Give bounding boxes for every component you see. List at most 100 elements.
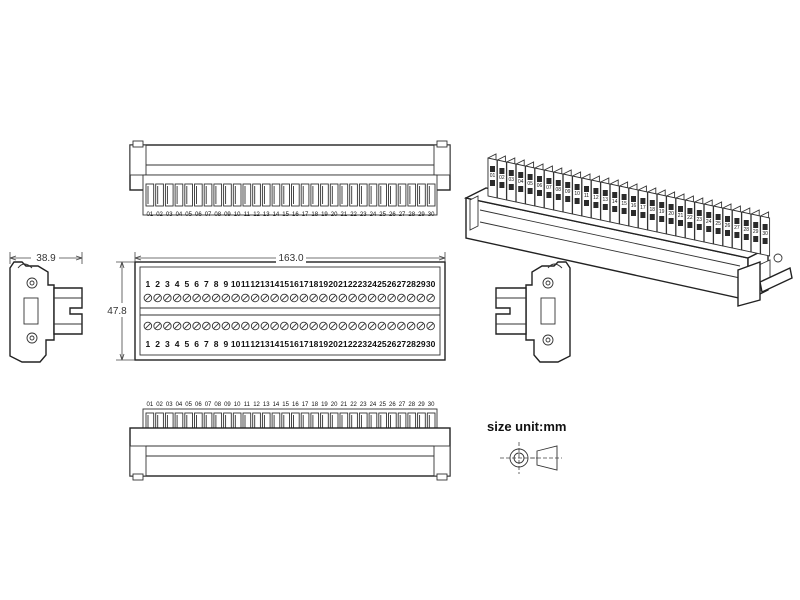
terminal-number-label: 30 [426, 279, 436, 289]
terminal-tooth [339, 183, 349, 207]
terminal-number-label: 21 [341, 402, 348, 408]
terminal-number-label: 03 [509, 177, 515, 183]
terminal-number-label: 22 [687, 215, 693, 221]
terminal-number-label: 19 [659, 209, 665, 215]
dimension-47-8: 47.8 [104, 261, 135, 361]
terminal-number-label: 15 [282, 212, 289, 218]
terminal-number-label: 15 [282, 402, 289, 408]
terminal-number-label: 2 [155, 279, 160, 289]
terminal-number-label: 08 [214, 212, 221, 218]
terminal-tooth [232, 183, 242, 207]
terminal-number-label: 20 [668, 211, 674, 217]
terminal-tooth [281, 183, 290, 207]
height-dimension-label: 47.8 [107, 306, 127, 317]
terminal-number-label: 8 [214, 339, 219, 349]
terminal-number-label: 11 [241, 339, 250, 349]
terminal-number-label: 11 [244, 402, 251, 408]
terminal-number-label: 12 [250, 279, 260, 289]
terminal-number-label: 14 [273, 212, 280, 218]
terminal-number-label: 08 [556, 187, 562, 193]
terminal-number-label: 07 [205, 212, 212, 218]
terminal-number-label: 25 [715, 221, 721, 227]
terminal-number-label: 02 [156, 212, 163, 218]
terminal-number-label: 7 [204, 339, 209, 349]
terminal-number-label: 04 [518, 179, 524, 185]
terminal-tooth [203, 183, 213, 207]
terminal-tooth [417, 183, 426, 207]
terminal-number-label: 23 [360, 402, 367, 408]
terminal-number-label: 8 [214, 279, 219, 289]
terminal-number-label: 3 [165, 279, 170, 289]
terminal-number-label: 10 [231, 279, 241, 289]
top-screw-row [143, 293, 435, 303]
terminal-number-label: 21 [338, 279, 348, 289]
terminal-number-label: 06 [195, 212, 202, 218]
terminal-number-label: 30 [428, 212, 435, 218]
terminal-number-label: 5 [185, 279, 190, 289]
terminal-number-label: 30 [426, 339, 436, 349]
terminal-number-label: 01 [490, 173, 496, 179]
terminal-number-label: 18 [650, 207, 656, 213]
right-side-view [495, 261, 571, 363]
terminal-number-label: 10 [574, 191, 580, 197]
terminal-tooth [426, 183, 436, 207]
terminal-number-label: 04 [176, 402, 183, 408]
terminal-tooth [155, 183, 164, 207]
terminal-number-label: 11 [584, 193, 589, 199]
terminal-number-label: 02 [156, 402, 163, 408]
terminal-number-label: 30 [762, 231, 768, 237]
terminal-number-label: 03 [166, 212, 173, 218]
terminal-number-label: 06 [537, 183, 543, 189]
terminal-number-label: 21 [338, 339, 348, 349]
terminal-number-label: 24 [706, 219, 712, 225]
terminal-number-label: 24 [370, 212, 377, 218]
terminal-number-label: 12 [253, 402, 260, 408]
terminal-number-label: 28 [406, 279, 416, 289]
terminal-block-teeth [145, 183, 436, 207]
projection-symbol [500, 442, 562, 474]
terminal-number-label: 16 [292, 402, 299, 408]
terminal-number-label: 22 [348, 279, 358, 289]
terminal-number-label: 1 [146, 339, 151, 349]
terminal-number-label: 13 [263, 212, 270, 218]
terminal-number-label: 12 [250, 339, 260, 349]
terminal-number-label: 12 [253, 212, 260, 218]
terminal-number-label: 10 [234, 212, 241, 218]
bottom-screw-row [143, 321, 435, 331]
terminal-number-label: 01 [147, 402, 154, 408]
terminal-number-label: 22 [350, 402, 357, 408]
terminal-number-label: 23 [360, 212, 367, 218]
terminal-tooth [329, 183, 339, 207]
terminal-number-label: 27 [399, 402, 406, 408]
terminal-tooth [349, 183, 358, 207]
terminal-number-label: 25 [379, 212, 386, 218]
terminal-number-label: 24 [367, 279, 377, 289]
terminal-number-label: 05 [185, 212, 192, 218]
terminal-tooth [407, 183, 417, 207]
terminal-number-label: 9 [224, 279, 229, 289]
terminal-number-label: 29 [416, 279, 426, 289]
dimension-163: 163.0 [134, 251, 446, 264]
terminal-number-label: 15 [621, 201, 627, 207]
terminal-tooth [242, 183, 252, 207]
terminal-number-label: 25 [377, 339, 387, 349]
terminal-number-label: 3 [165, 339, 170, 349]
terminal-number-label: 02 [499, 175, 505, 181]
terminal-number-label: 30 [428, 402, 435, 408]
terminal-number-label: 20 [328, 339, 338, 349]
terminal-tooth [184, 183, 193, 207]
terminal-number-label: 16 [292, 212, 299, 218]
terminal-number-label: 17 [640, 205, 646, 211]
terminal-number-label: 26 [725, 223, 731, 229]
terminal-number-label: 13 [260, 339, 270, 349]
terminal-number-label: 26 [387, 279, 397, 289]
terminal-number-label: 18 [309, 339, 319, 349]
terminal-number-label: 2 [155, 339, 160, 349]
size-unit-label: size unit:mm [487, 419, 566, 434]
